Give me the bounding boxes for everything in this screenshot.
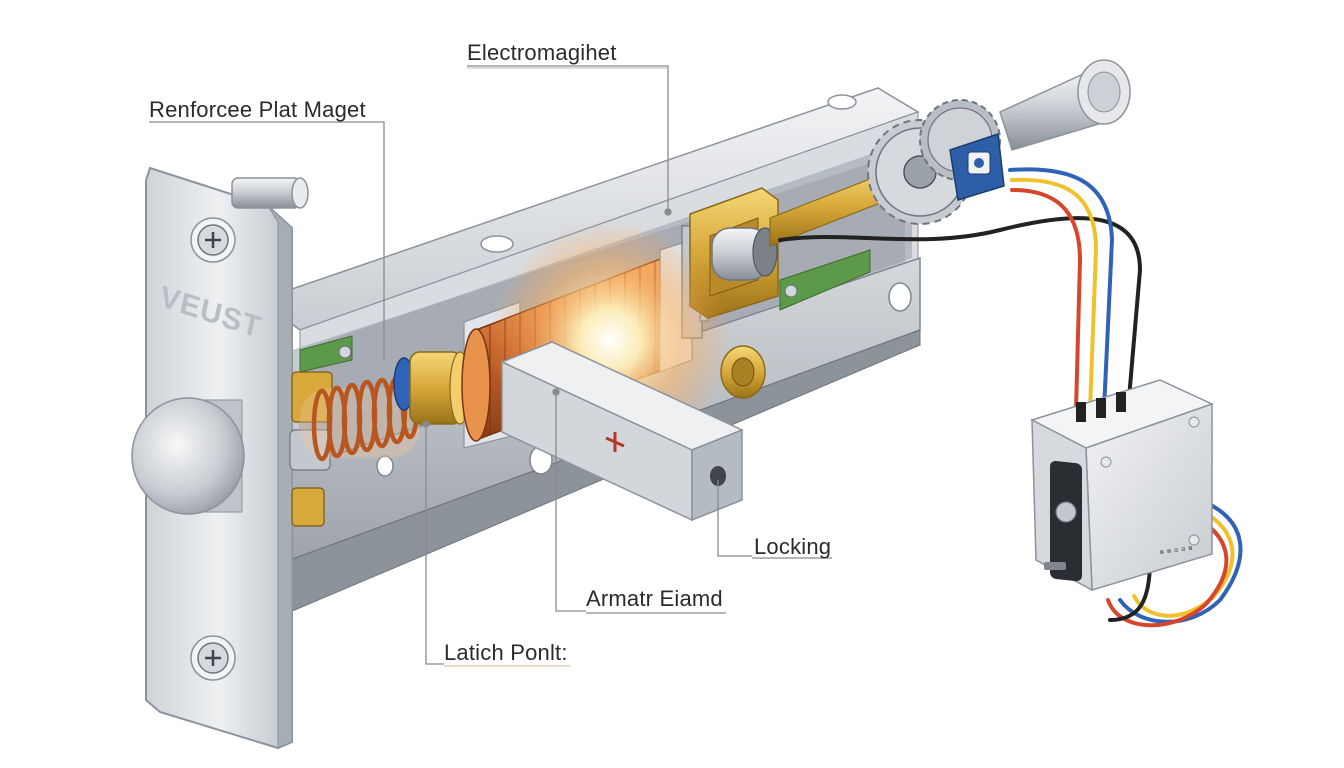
label-armature: Armatr Eiamd xyxy=(586,586,723,611)
screw-icon xyxy=(1100,456,1112,468)
screw-icon xyxy=(338,345,352,359)
screw-icon xyxy=(190,635,236,681)
control-box xyxy=(1030,379,1214,592)
label-electromagnet: Electromagihet xyxy=(467,40,617,65)
control-box-label: 50mm xyxy=(1057,482,1073,491)
screw-icon xyxy=(605,432,625,452)
label-latch-point: Latich Ponlt: xyxy=(444,640,568,665)
screw-icon xyxy=(190,217,236,263)
reset-button-icon xyxy=(1055,501,1077,523)
control-box-label: DUO xyxy=(1057,538,1070,547)
label-locking: Locking xyxy=(754,534,832,559)
leader-lines xyxy=(149,65,832,667)
screw-icon xyxy=(784,284,798,298)
bolt-knob xyxy=(131,397,245,515)
alignment-pin xyxy=(231,177,309,209)
label-reinforced-plate: Renforcee Plat Maget xyxy=(149,97,366,122)
armature-bar xyxy=(500,341,744,522)
screw-icon xyxy=(1188,534,1200,546)
screw-icon xyxy=(1188,416,1200,428)
